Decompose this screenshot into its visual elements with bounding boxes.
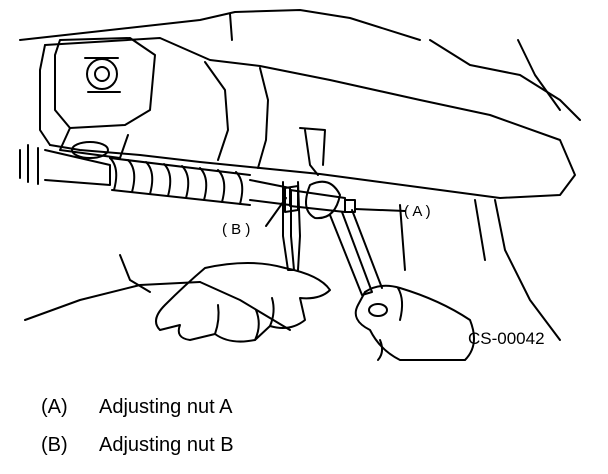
legend-desc-b: Adjusting nut B (99, 433, 234, 456)
left-hand (155, 262, 331, 343)
right-hand (354, 284, 475, 361)
legend-desc-a: Adjusting nut A (99, 395, 233, 418)
callout-label-b: ( B ) (222, 221, 250, 238)
background-structure (19, 9, 581, 341)
leader-line-b (265, 197, 287, 227)
tie-rod-assembly (284, 180, 356, 220)
technical-illustration: ( A ) ( B ) CS-00042 (19, 9, 581, 361)
bellows-boot (19, 144, 291, 206)
legend-row-b: (B) Adjusting nut B (41, 426, 234, 464)
rack-housing (39, 37, 576, 199)
legend-key-a: (A) (41, 395, 68, 418)
legend-row-a: (A) Adjusting nut A (41, 388, 234, 426)
universal-joint (54, 37, 156, 159)
leader-line-a (354, 208, 406, 212)
callout-leaders (265, 197, 406, 227)
legend-key-b: (B) (41, 433, 68, 456)
adjusting-nut-b-shape (284, 185, 299, 213)
wrench-right (329, 209, 383, 296)
figure-code: CS-00042 (468, 329, 545, 348)
callout-label-a: ( A ) (404, 203, 431, 220)
legend: (A) Adjusting nut A (B) Adjusting nut B (41, 388, 234, 464)
adjusting-nut-a-shape (305, 180, 341, 220)
